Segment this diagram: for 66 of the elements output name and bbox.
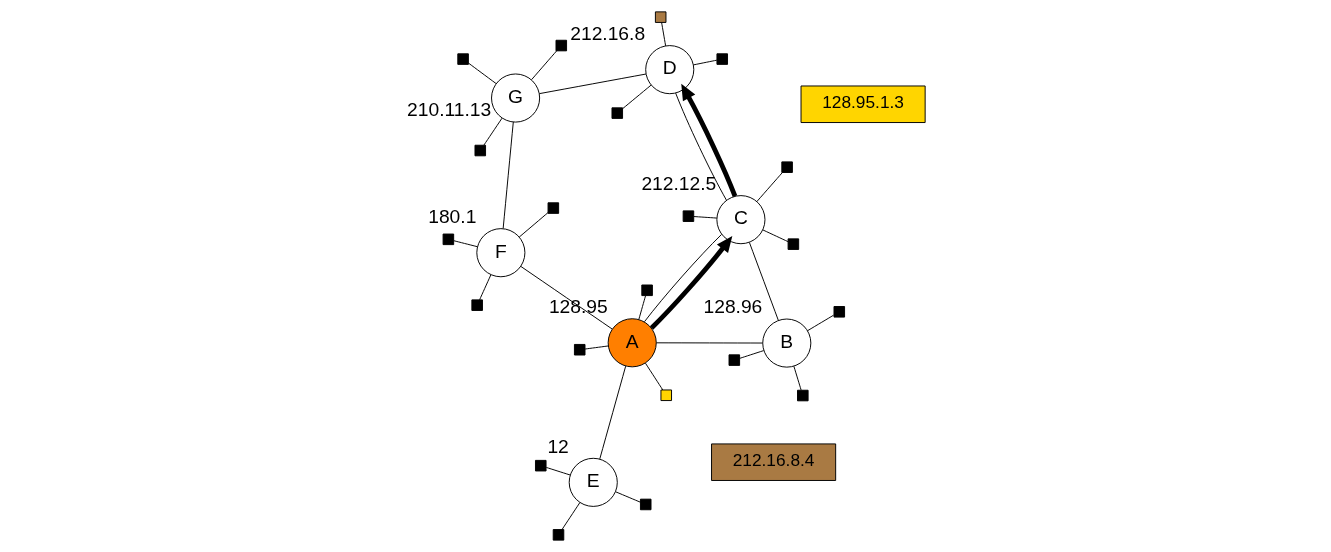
connector [467, 62, 497, 84]
connector [584, 345, 609, 350]
connector [761, 229, 788, 243]
connector [482, 117, 502, 146]
connector [518, 212, 548, 238]
node-circle: F [475, 228, 525, 278]
node-circle: E [568, 457, 618, 507]
connector [692, 216, 717, 219]
node-label: 210.11.13 [406, 99, 491, 121]
node-box [728, 354, 740, 366]
connector [478, 274, 491, 301]
node-box [456, 53, 469, 65]
node-circle: C [715, 195, 765, 245]
node-box [552, 529, 564, 541]
node-label: 180.1 [427, 205, 476, 227]
connector [502, 121, 514, 229]
node-box [833, 306, 845, 318]
connector [643, 233, 722, 323]
node-box [470, 299, 483, 311]
connector [660, 22, 666, 47]
connector [614, 491, 641, 503]
connector [637, 295, 646, 321]
connector [538, 73, 646, 95]
node-box [534, 459, 547, 472]
node-box [640, 284, 653, 297]
node-label: 212.12.5 [640, 172, 716, 194]
connector [755, 172, 783, 203]
node-box [796, 389, 809, 402]
connector [692, 59, 717, 66]
node-box [555, 39, 567, 52]
connector [622, 84, 652, 109]
node-box [573, 343, 585, 356]
connector [545, 466, 571, 476]
node-box [787, 238, 799, 250]
node-box [474, 144, 486, 157]
connector [644, 362, 663, 391]
connector [674, 92, 727, 201]
connector [748, 242, 779, 321]
connector [655, 342, 763, 344]
node-circle: B [761, 318, 811, 368]
node-box: 212.16.8.4 [710, 443, 836, 481]
node-label: 12 [546, 435, 569, 457]
node-box [659, 389, 672, 402]
node-circle: A [607, 318, 657, 368]
connector [452, 240, 478, 248]
node-box [715, 53, 728, 65]
node-box [611, 107, 623, 119]
arrow [649, 236, 732, 330]
node-label: 212.16.8 [569, 22, 645, 44]
node-label: 128.96 [702, 296, 762, 318]
node-box [654, 11, 666, 23]
node-circle: G [490, 73, 540, 123]
node-box [682, 210, 694, 222]
connector [598, 365, 626, 460]
connector [792, 365, 802, 391]
node-box [547, 202, 559, 214]
arrow [680, 83, 737, 198]
node-box [639, 498, 651, 511]
connector [806, 314, 834, 332]
node-box [780, 161, 793, 173]
node-circle: D [644, 45, 694, 95]
connector [738, 350, 764, 359]
node-box: 128.95.1.3 [800, 85, 926, 124]
connector [561, 502, 580, 530]
node-box [442, 233, 454, 246]
connector [530, 50, 557, 81]
